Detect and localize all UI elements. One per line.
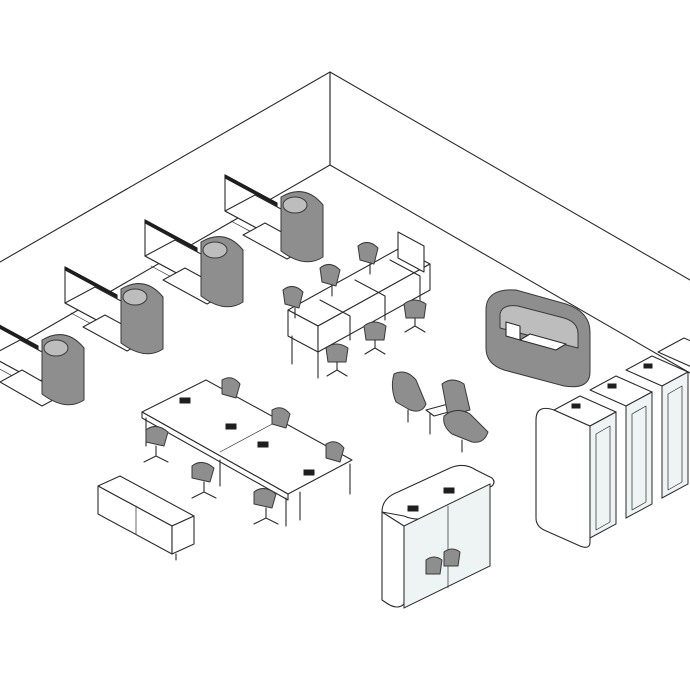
lounge-chair: [443, 410, 489, 453]
phone-booths: [535, 337, 690, 548]
privacy-desk-unit: [0, 324, 85, 407]
phone-booth: [657, 337, 690, 367]
cubicle-cluster: [282, 231, 431, 379]
office-chair: [363, 321, 387, 355]
lounge-chairs: [391, 371, 489, 453]
privacy-desk-unit: [144, 219, 244, 308]
office-chair: [319, 264, 341, 297]
back-right-wall-floor: [329, 164, 690, 374]
office-chair: [282, 286, 304, 319]
phone-booth: [535, 395, 617, 548]
lounge-chair: [391, 371, 427, 423]
meeting-pod: [381, 464, 495, 609]
office-chair: [403, 299, 427, 333]
back-right-wall-top: [329, 71, 690, 281]
meeting-booth: [485, 289, 591, 388]
office-chair: [357, 242, 379, 275]
task-chair: [143, 426, 169, 463]
office-chair: [325, 343, 349, 377]
phone-booth: [625, 355, 689, 499]
task-chair: [271, 407, 291, 429]
task-chair: [221, 377, 241, 399]
lounge-chair: [441, 379, 471, 417]
task-chair: [325, 441, 345, 463]
storage-credenza: [97, 475, 195, 561]
privacy-pod-desks: [0, 174, 324, 407]
phone-booth: [589, 375, 653, 519]
privacy-desk-unit: [224, 174, 324, 263]
privacy-desk-unit: [64, 266, 164, 355]
bench-table: [141, 377, 353, 527]
task-chair: [253, 488, 279, 525]
task-chair: [191, 462, 217, 499]
